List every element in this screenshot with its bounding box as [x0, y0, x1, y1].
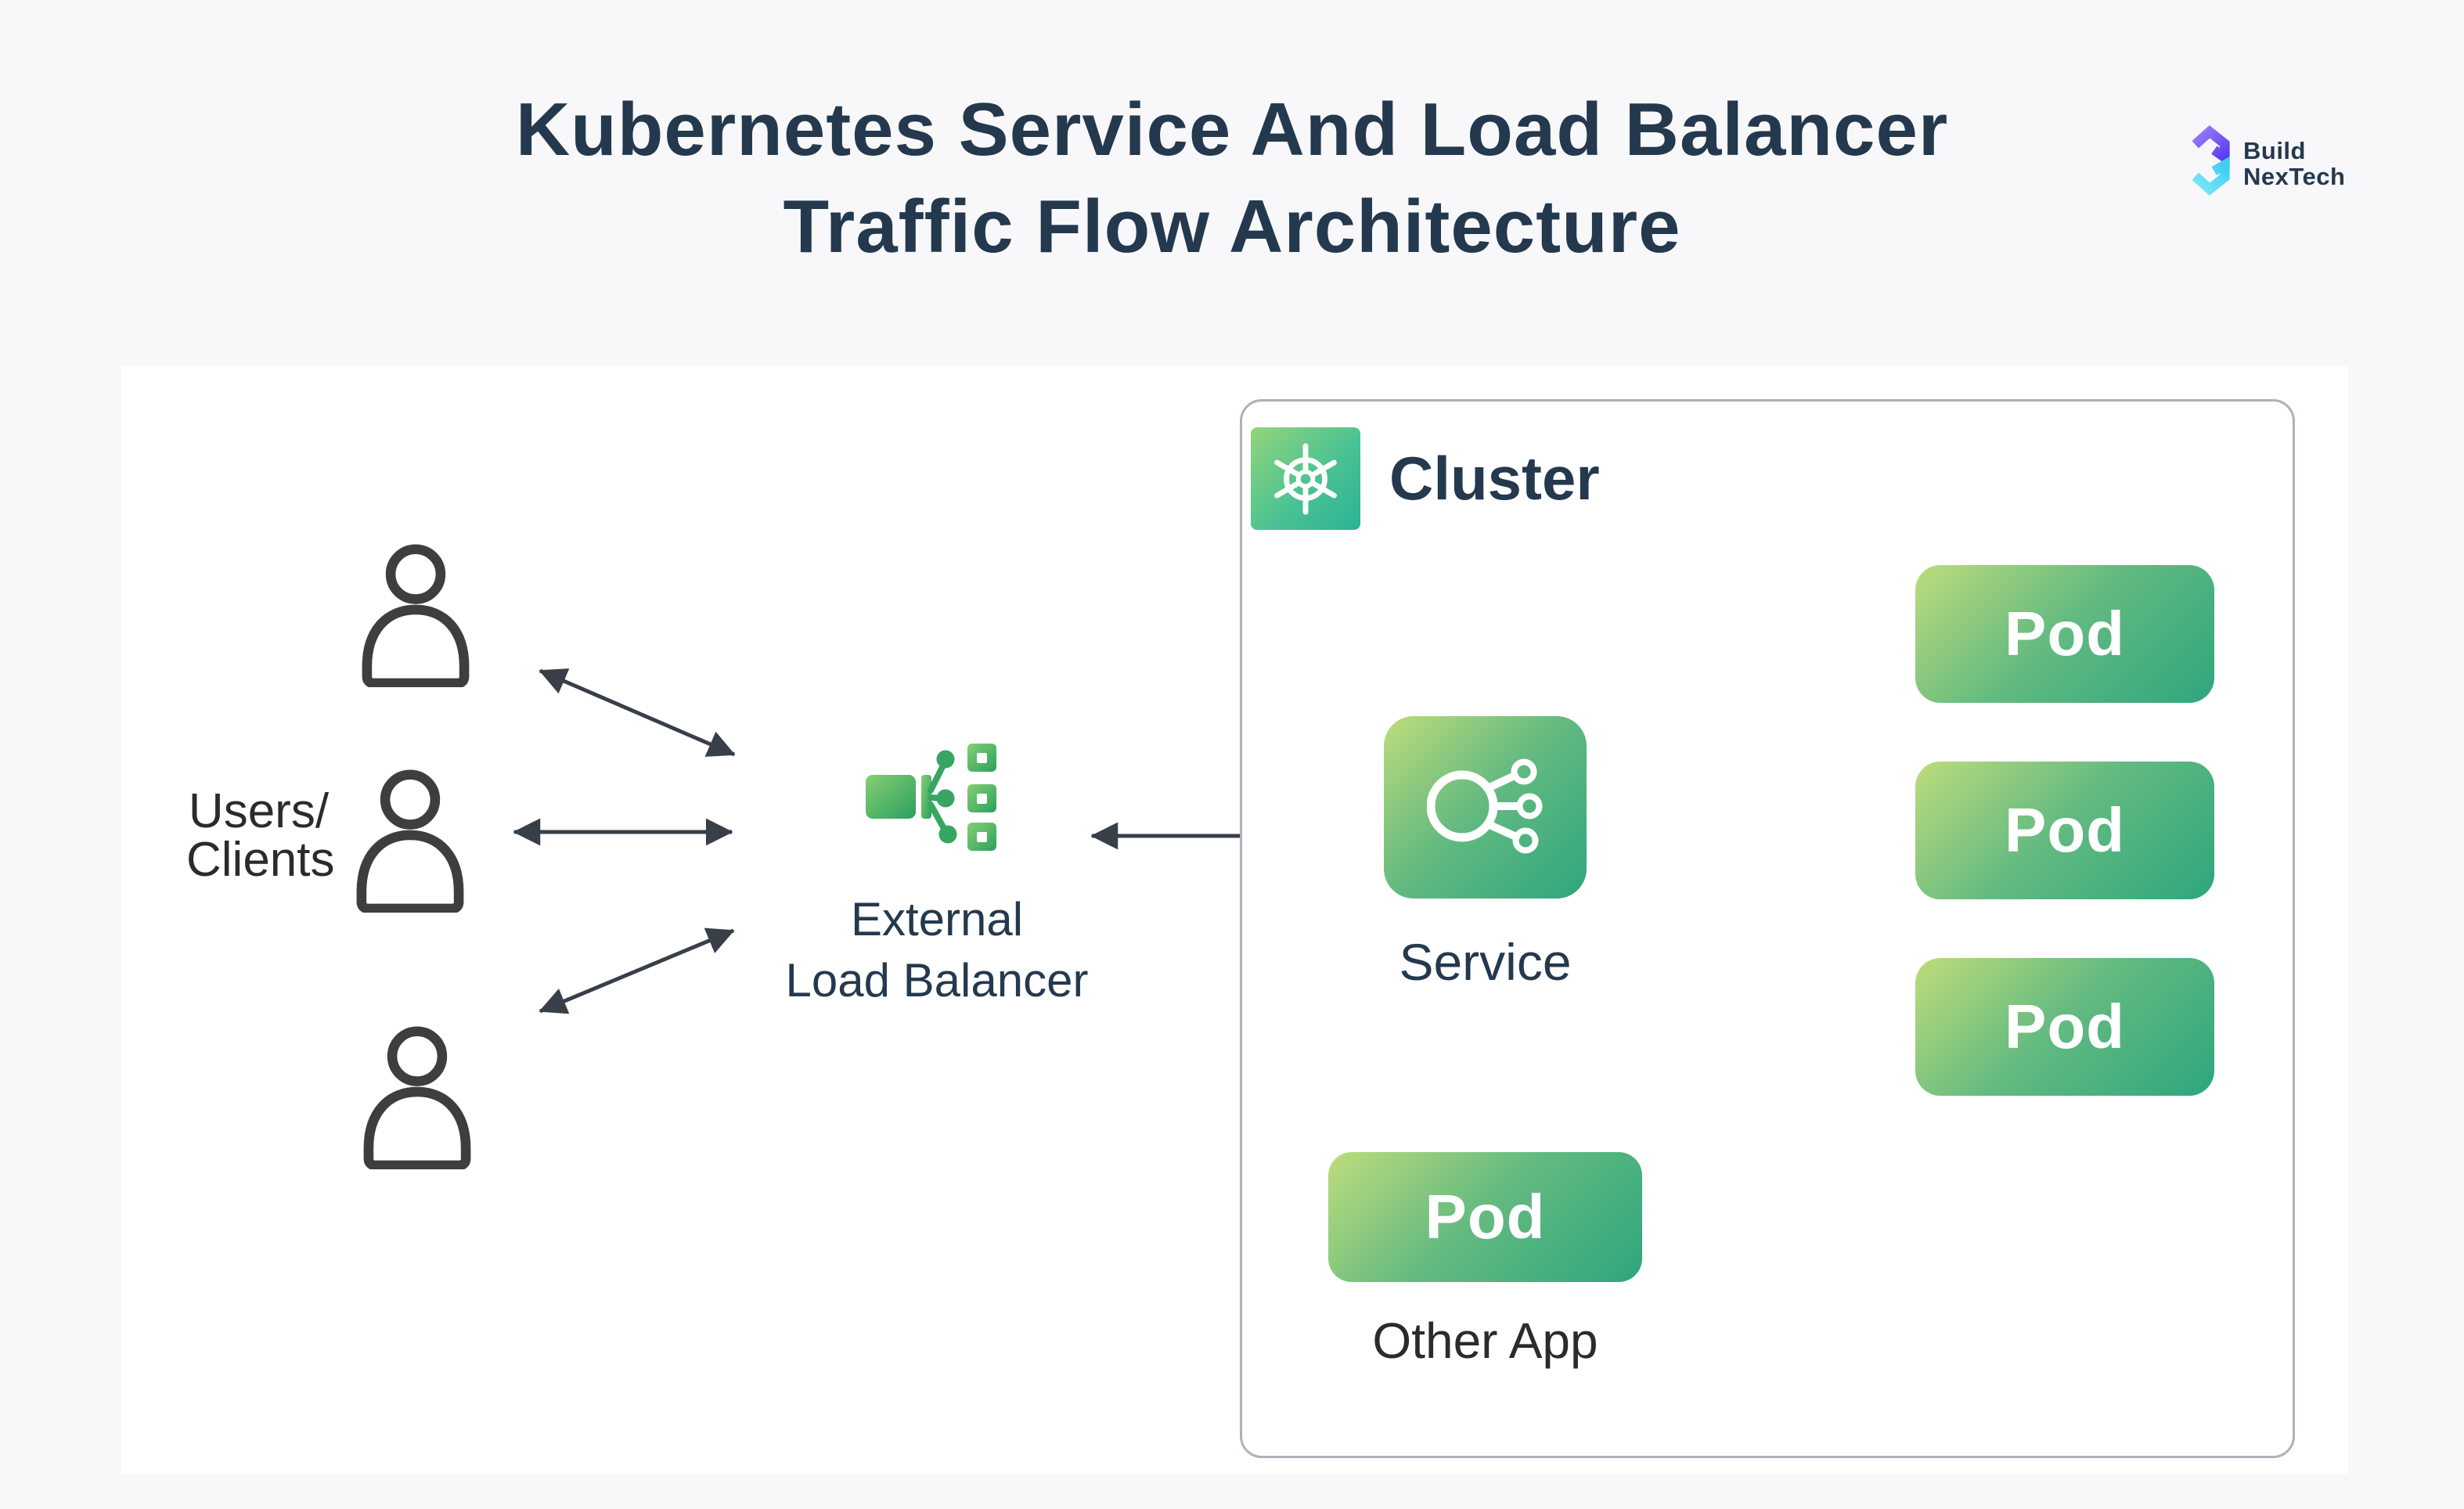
service-box — [1384, 716, 1587, 899]
users-label-line2: Clients — [186, 833, 335, 887]
build-nextech-logo-icon — [2187, 125, 2232, 200]
page-title-line1: Kubernetes Service And Load Balancer — [515, 88, 1949, 171]
page-title-line2: Traffic Flow Architecture — [783, 185, 1681, 268]
brand-name: Build NexTech — [2243, 138, 2345, 189]
cluster-boundary — [1240, 399, 2295, 1458]
brand-name-line2: NexTech — [2243, 163, 2346, 190]
user-icon-3 — [351, 1022, 483, 1171]
pod-box-2: Pod — [1915, 762, 2214, 899]
pod-box-1: Pod — [1915, 565, 2214, 703]
cluster-label: Cluster — [1389, 444, 1600, 513]
user-icon-1 — [350, 540, 481, 689]
external-load-balancer-label: External Load Balancer — [780, 889, 1093, 1011]
pod-2-label: Pod — [2004, 795, 2126, 865]
external-load-balancer-icon — [859, 740, 1004, 858]
pod-1-label: Pod — [2004, 599, 2126, 668]
kubernetes-helm-icon — [1251, 427, 1360, 530]
users-clients-label: Users/ Clients — [186, 784, 335, 887]
lb-label-line2: Load Balancer — [785, 954, 1089, 1007]
user-icon-2 — [344, 765, 476, 914]
pod-box-3: Pod — [1915, 958, 2214, 1096]
users-label-line1: Users/ — [188, 784, 330, 838]
other-app-pod-label: Pod — [1425, 1182, 1546, 1251]
brand-name-line1: Build — [2243, 137, 2306, 164]
pod-3-label: Pod — [2004, 992, 2126, 1061]
service-label: Service — [1399, 933, 1572, 991]
other-app-label: Other App — [1372, 1313, 1598, 1369]
lb-label-line1: External — [850, 893, 1024, 945]
other-app-pod-box: Pod — [1328, 1152, 1642, 1282]
page-title: Kubernetes Service And Load Balancer Tra… — [0, 81, 2464, 276]
